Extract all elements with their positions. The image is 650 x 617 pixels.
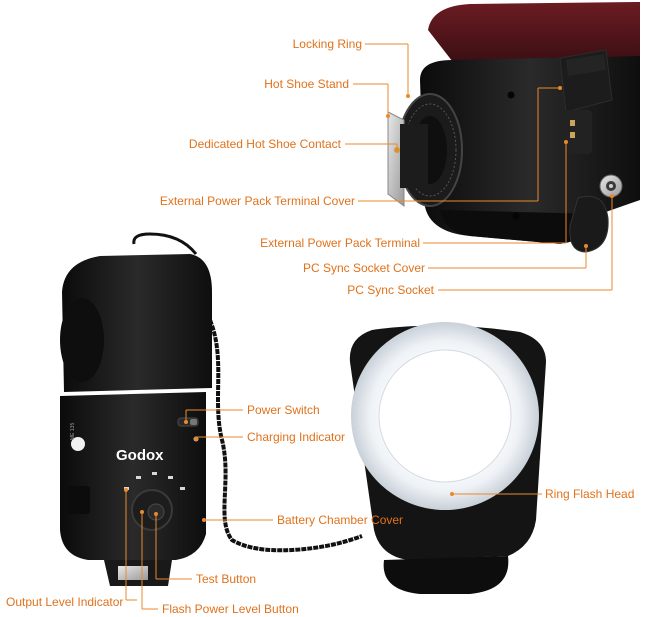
flash-body bbox=[60, 254, 212, 586]
ring-flash-head bbox=[349, 322, 546, 594]
label-locking-ring: Locking Ring bbox=[293, 37, 362, 51]
pc-sync-socket-cover bbox=[569, 195, 609, 253]
hot-shoe-stand bbox=[387, 111, 428, 207]
label-output-level-indicator: Output Level Indicator bbox=[6, 595, 123, 609]
power-pack-terminal bbox=[562, 110, 592, 154]
brand-logo: Godox bbox=[116, 447, 164, 464]
label-hot-shoe-stand: Hot Shoe Stand bbox=[264, 77, 349, 91]
label-flash-power-level-button: Flash Power Level Button bbox=[162, 602, 299, 616]
label-external-power-pack-terminal-cover: External Power Pack Terminal Cover bbox=[160, 194, 355, 208]
label-pc-sync-socket-cover: PC Sync Socket Cover bbox=[303, 261, 425, 275]
power-pack-terminal-cover bbox=[559, 49, 613, 113]
coiled-cord bbox=[132, 232, 363, 553]
leader-lines bbox=[124, 43, 614, 610]
label-external-power-pack-terminal: External Power Pack Terminal bbox=[260, 236, 420, 250]
label-battery-chamber-cover: Battery Chamber Cover bbox=[277, 513, 403, 527]
label-test-button: Test Button bbox=[196, 572, 256, 586]
pc-sync-socket bbox=[599, 174, 623, 198]
label-charging-indicator: Charging Indicator bbox=[247, 430, 345, 444]
label-ring-flash-head: Ring Flash Head bbox=[545, 487, 634, 501]
label-power-switch: Power Switch bbox=[247, 403, 320, 417]
label-dedicated-hot-shoe-contact: Dedicated Hot Shoe Contact bbox=[189, 137, 342, 151]
model-badge: ME 135 bbox=[70, 423, 76, 440]
label-pc-sync-socket: PC Sync Socket bbox=[347, 283, 434, 297]
